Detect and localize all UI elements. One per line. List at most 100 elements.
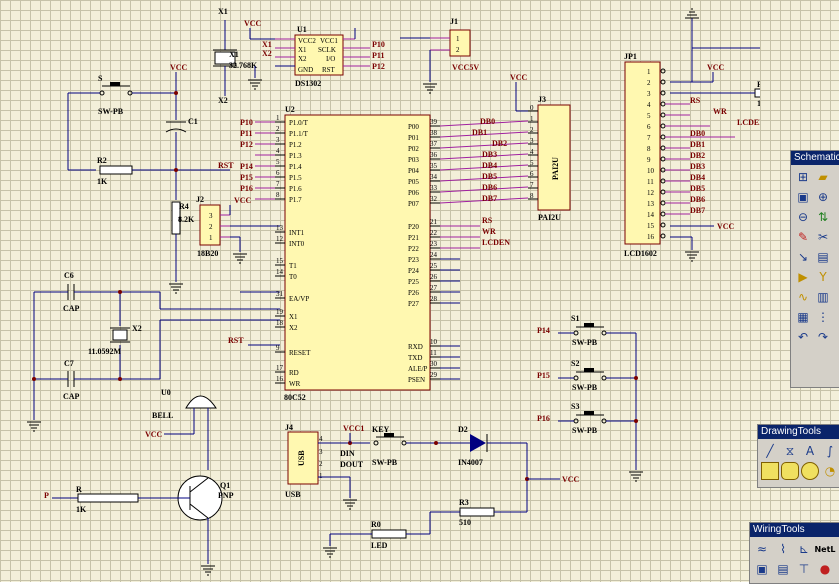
j4-value: USB	[285, 490, 301, 499]
capacitor-c7[interactable]: C7 CAP	[63, 359, 80, 401]
schematic-canvas[interactable]: X1 X1 32.768K X2 U1 DS1302 VCC2 X1 X2 GN…	[0, 0, 760, 582]
jp1-ref: JP1	[624, 52, 637, 61]
crystal-x1[interactable]: X1 X1 32.768K X2	[213, 7, 258, 105]
power-port-icon[interactable]: ⊤	[795, 560, 813, 578]
schematic-palette[interactable]: Schematic ⊞ ▰ ▣ ⊕ ⊖ ⇅ ✎ ✂ ↘ ▤ ▶ Y ∿ ▥ ▦ …	[790, 150, 839, 388]
schematic-palette-title[interactable]: Schematic	[791, 151, 839, 165]
u1-pin-io: I/O	[326, 55, 335, 63]
gnd-j1	[422, 83, 438, 94]
u2-pin-left-7: P1.7	[289, 196, 302, 204]
buzzer-u0[interactable]: U0 BELL	[152, 388, 217, 420]
net-db1-j3: DB1	[472, 128, 487, 137]
move-icon[interactable]: ⇅	[814, 208, 832, 226]
drawing-tools-title[interactable]: DrawingTools	[758, 425, 839, 439]
polygon-icon[interactable]: ⧖	[781, 442, 799, 460]
chip-u1[interactable]: U1 DS1302 VCC2 X1 X2 GND VCC1 SCLK I/O R…	[275, 25, 370, 88]
sensor-j2[interactable]: J2 3 2 1 18B20	[196, 195, 230, 258]
open-folder-icon[interactable]: ▰	[814, 168, 832, 186]
arrow-icon[interactable]: ▶	[794, 268, 812, 286]
bezier-icon[interactable]: ∫	[821, 442, 839, 460]
rectangle-icon[interactable]	[761, 462, 779, 480]
wand-icon[interactable]: Y	[814, 268, 832, 286]
netlabel-icon[interactable]: NetL	[814, 540, 836, 558]
rounded-rect-icon[interactable]	[781, 462, 799, 480]
hierarchy-icon[interactable]: ⊞	[794, 168, 812, 186]
line-icon[interactable]: ↘	[794, 248, 812, 266]
j3-value: PAI2U	[538, 213, 561, 222]
sheet-icon[interactable]: ▤	[774, 560, 792, 578]
j4-pin-4: 4	[319, 435, 323, 443]
u2-pin-right-17: TXD	[408, 354, 422, 362]
net-p16-key: P16	[537, 414, 550, 423]
u2-pinnum-right-2: 37	[430, 140, 438, 148]
zoom-in-icon[interactable]: ⊕	[814, 188, 832, 206]
u2-pinnum-left-17: 16	[276, 375, 284, 383]
u2-pinnum-right-4: 35	[430, 162, 438, 170]
component-icon[interactable]: ▤	[814, 248, 832, 266]
gnd-lcd-bottom	[684, 251, 700, 262]
u2-pinnum-left-11: 14	[276, 268, 284, 276]
bus-entry-icon[interactable]: ⊾	[795, 540, 813, 558]
wire-icon[interactable]: ≈	[753, 540, 771, 558]
cut-wire-icon[interactable]: ✂	[814, 228, 832, 246]
browse-icon[interactable]: ▦	[794, 308, 812, 326]
mcu-u2[interactable]: U2 80C52 P1.0/T1P1.1/T2P1.23P1.34P1.45P1…	[255, 105, 529, 402]
capacitor-c1[interactable]: C1	[165, 117, 198, 133]
pin-list-icon[interactable]: ⋮	[814, 308, 832, 326]
jp1-pin-1: 2	[647, 79, 651, 87]
u2-pinnum-right-14: 27	[430, 284, 438, 292]
pie-icon[interactable]: ◔	[821, 462, 839, 480]
port-icon[interactable]: ▣	[753, 560, 771, 578]
drawing-tools-palette[interactable]: DrawingTools ╱ ⧖ A ∫ ◔	[757, 424, 839, 488]
r0-value: LED	[371, 541, 388, 550]
diode-d2[interactable]: D2 IN4007	[458, 425, 488, 467]
net-vcc-diode: VCC	[562, 475, 580, 484]
junction-icon[interactable]: ●	[816, 560, 834, 578]
c6-ref: C6	[64, 271, 74, 280]
wave-icon[interactable]: ∿	[794, 288, 812, 306]
r1-value: 1K	[757, 99, 760, 108]
u2-pin-left-3: P1.3	[289, 152, 302, 160]
net-p16: P16	[240, 184, 253, 193]
u2-pin-right-1: P01	[408, 134, 419, 142]
x2-value: 11.0592M	[88, 347, 122, 356]
usb-j4[interactable]: J4 USB USB 4 3 2 1 DIN DOUT	[285, 423, 364, 499]
switch-key[interactable]: KEY SW-PB	[372, 425, 407, 467]
text-icon[interactable]: A	[801, 442, 819, 460]
u2-pin-left-2: P1.2	[289, 141, 302, 149]
net-p: P	[44, 491, 49, 500]
undo-icon[interactable]: ↶	[794, 328, 812, 346]
resistor-r-base[interactable]: R 1K	[76, 485, 139, 514]
bus-icon[interactable]: ⌇	[774, 540, 792, 558]
edit-icon[interactable]: ✎	[794, 228, 812, 246]
zoom-out-icon[interactable]: ⊖	[794, 208, 812, 226]
wiring-tools-palette[interactable]: WiringTools ≈ ⌇ ⊾ NetL ▣ ▤ ⊤ ●	[749, 522, 839, 584]
library-icon[interactable]: ▥	[814, 288, 832, 306]
led-r0[interactable]: R0 LED	[371, 520, 407, 550]
redo-icon[interactable]: ↷	[814, 328, 832, 346]
wiring-tools-title[interactable]: WiringTools	[750, 523, 839, 537]
resistor-r3[interactable]: R3 510	[459, 498, 495, 527]
ellipse-icon[interactable]	[801, 462, 819, 480]
save-icon[interactable]: ▣	[794, 188, 812, 206]
jp1-pin-3: 4	[647, 101, 651, 109]
resistor-r4[interactable]: R4 8.2K	[171, 201, 195, 235]
d2-value: IN4007	[458, 458, 483, 467]
switch-reset[interactable]: S SW-PB	[98, 74, 133, 116]
resistor-r1[interactable]: R1 1K	[754, 80, 760, 108]
resistor-r2[interactable]: R2 1K	[97, 156, 133, 186]
connector-j1[interactable]: J1 1 2	[430, 17, 471, 57]
draw-line-icon[interactable]: ╱	[761, 442, 779, 460]
u2-pinnum-right-7: 32	[430, 195, 438, 203]
net-lcden-u2: LCDEN	[482, 238, 510, 247]
transistor-q1[interactable]: Q1 PNP	[177, 475, 234, 521]
u2-pinnum-right-9: 22	[430, 229, 438, 237]
net-db6-j3: DB6	[482, 183, 497, 192]
crystal-x2[interactable]: X2 11.0592M	[88, 324, 142, 356]
